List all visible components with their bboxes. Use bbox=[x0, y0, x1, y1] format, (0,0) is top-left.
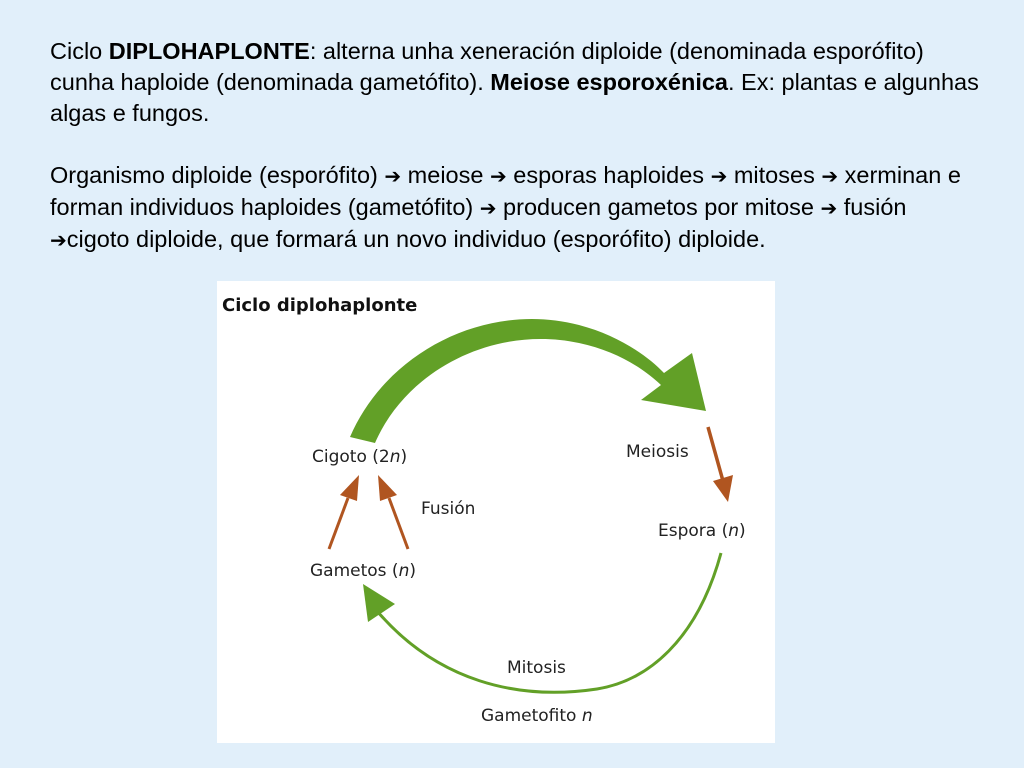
label-espora: Espora (n) bbox=[658, 521, 746, 541]
right-arrow-icon: ➔ bbox=[489, 164, 507, 188]
right-arrow-icon: ➔ bbox=[50, 228, 67, 252]
label-gametofito: Gametofito n bbox=[481, 706, 593, 726]
sequence-step-4: mitoses bbox=[727, 162, 822, 188]
right-arrow-icon: ➔ bbox=[820, 196, 838, 220]
diagram-title: Ciclo diplohaplonte bbox=[222, 295, 417, 316]
sequence-step-5: xerminan e forman individuos haploides (… bbox=[50, 162, 961, 220]
text-block: Ciclo DIPLOHAPLONTE: alterna unha xenera… bbox=[50, 36, 990, 256]
right-arrow-icon: ➔ bbox=[384, 164, 402, 188]
right-arrow-icon: ➔ bbox=[710, 164, 728, 188]
intro-text-b: : alterna unha xeneración diploide (deno… bbox=[50, 38, 924, 95]
sequence-step-1: Organismo diploide (esporófito) bbox=[50, 162, 385, 188]
gametophyte-phase-arc bbox=[375, 552, 723, 694]
gametophyte-arrowhead bbox=[363, 584, 395, 622]
label-fusion: Fusión bbox=[421, 499, 475, 519]
sequence-step-7: fusión bbox=[837, 194, 907, 220]
intro-term-diplohaplonte: DIPLOHAPLONTE bbox=[108, 38, 310, 64]
intro-term-meiose: Meiose esporoxénica bbox=[490, 69, 728, 95]
right-arrow-icon: ➔ bbox=[479, 196, 497, 220]
label-mitosis: Mitosis bbox=[507, 658, 566, 678]
intro-paragraph: Ciclo DIPLOHAPLONTE: alterna unha xenera… bbox=[50, 36, 990, 129]
sequence-step-2: meiose bbox=[401, 162, 490, 188]
right-arrow-icon: ➔ bbox=[821, 164, 839, 188]
label-meiosis: Meiosis bbox=[626, 442, 689, 462]
meiosis-arrow bbox=[706, 426, 733, 502]
intro-text-c: . Ex: plantas e algunhas algas e fungos. bbox=[50, 69, 979, 126]
sequence-step-8: cigoto diploide, que formará un novo ind… bbox=[66, 226, 766, 252]
sequence-step-6: producen gametos por mitose bbox=[496, 194, 821, 220]
label-gametos: Gametos (n) bbox=[310, 561, 416, 581]
label-cigoto: Cigoto (2n) bbox=[312, 447, 407, 467]
sequence-step-3: esporas haploides bbox=[506, 162, 711, 188]
sequence-paragraph: Organismo diploide (esporófito) ➔ meiose… bbox=[50, 160, 990, 256]
intro-text-a: Ciclo bbox=[50, 38, 109, 64]
diploid-phase-arrow bbox=[350, 318, 706, 443]
fusion-arrows bbox=[327, 475, 410, 550]
life-cycle-diagram: Ciclo diplohaplonte Cigoto (2n) Meiosis … bbox=[217, 281, 775, 743]
